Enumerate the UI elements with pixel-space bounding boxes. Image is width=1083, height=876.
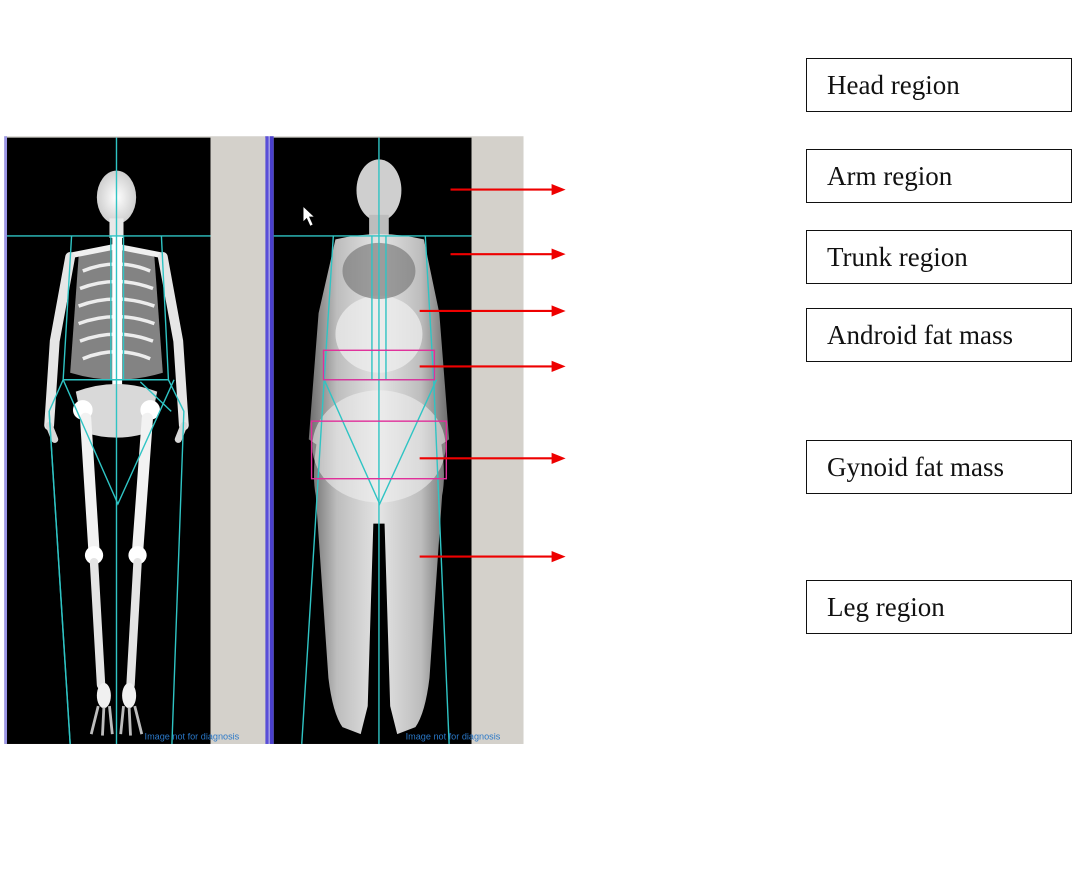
label-leg-text: Leg region [827,592,945,623]
label-arm-region: Arm region [806,149,1072,203]
dxa-scan-panels: Image not for diagnosis [0,0,760,876]
right-watermark: Image not for diagnosis [406,732,501,742]
label-head-text: Head region [827,70,960,101]
label-leg-region: Leg region [806,580,1072,634]
label-arm-text: Arm region [827,161,952,192]
label-gynoid-text: Gynoid fat mass [827,452,1004,483]
label-head-region: Head region [806,58,1072,112]
left-watermark: Image not for diagnosis [145,732,240,742]
right-scan-panel: Image not for diagnosis [269,136,523,744]
label-android-fat: Android fat mass [806,308,1072,362]
label-gynoid-fat: Gynoid fat mass [806,440,1072,494]
label-android-text: Android fat mass [827,320,1013,351]
label-trunk-text: Trunk region [827,242,968,273]
label-trunk-region: Trunk region [806,230,1072,284]
left-scan-panel: Image not for diagnosis [4,136,269,744]
